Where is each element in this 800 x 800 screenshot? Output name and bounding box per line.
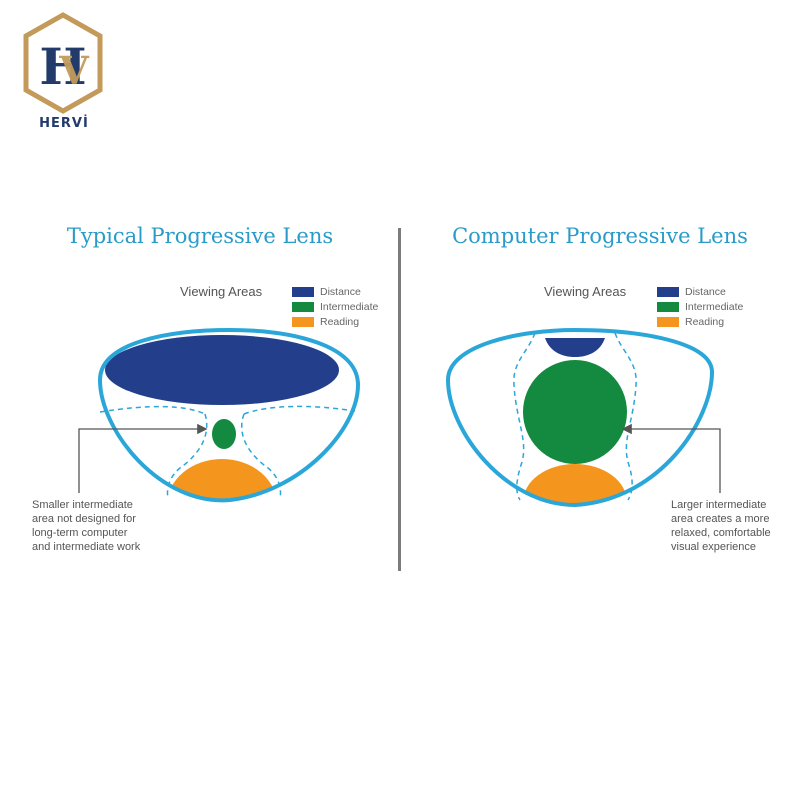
right-panel-title: Computer Progressive Lens [452, 224, 748, 248]
typical-intermediate-zone [212, 419, 236, 449]
distance-swatch [292, 286, 314, 297]
panel-divider [398, 228, 401, 571]
reading-swatch [657, 316, 679, 327]
computer-distance-zone [545, 338, 605, 357]
intermediate-swatch [657, 301, 679, 312]
left-viewing-areas-label: Viewing Areas [180, 284, 263, 299]
reading-swatch [292, 316, 314, 327]
typical-lens-outline [97, 327, 361, 503]
legend-item-reading: Reading [657, 314, 743, 329]
left-annotation: Smaller intermediate area not designed f… [32, 499, 141, 553]
legend-item-intermediate: Intermediate [657, 299, 743, 314]
hv-monogram-icon: H V [23, 12, 103, 114]
typical-reading-zone [167, 459, 277, 501]
right-legend: Distance Intermediate Reading [657, 284, 743, 329]
right-viewing-areas-label: Viewing Areas [544, 284, 627, 299]
intermediate-swatch [292, 301, 314, 312]
brand-name: HERVİ [39, 116, 89, 131]
typical-zone-boundary-left [166, 413, 208, 499]
computer-annotation-arrow [621, 423, 721, 493]
legend-item-reading: Reading [292, 314, 378, 329]
legend-item-distance: Distance [657, 284, 743, 299]
computer-zone-boundary-left [513, 332, 536, 501]
right-annotation: Larger intermediate area creates a more … [671, 499, 771, 553]
svg-text:V: V [58, 48, 90, 93]
computer-reading-zone [523, 464, 627, 505]
typical-zone-boundary-right [240, 413, 282, 499]
computer-intermediate-zone [523, 360, 627, 464]
legend-item-intermediate: Intermediate [292, 299, 378, 314]
typical-annotation-arrow [78, 423, 208, 493]
typical-zone-boundary-top [99, 405, 356, 415]
legend-item-distance: Distance [292, 284, 378, 299]
svg-text:H: H [39, 37, 86, 96]
brand-logo: H V HERVİ [22, 12, 104, 132]
typical-distance-zone [105, 335, 339, 405]
distance-swatch [657, 286, 679, 297]
computer-lens [445, 327, 721, 508]
typical-lens [78, 327, 361, 503]
left-legend: Distance Intermediate Reading [292, 284, 378, 329]
left-panel-title: Typical Progressive Lens [66, 224, 334, 248]
computer-lens-outline [445, 327, 715, 508]
